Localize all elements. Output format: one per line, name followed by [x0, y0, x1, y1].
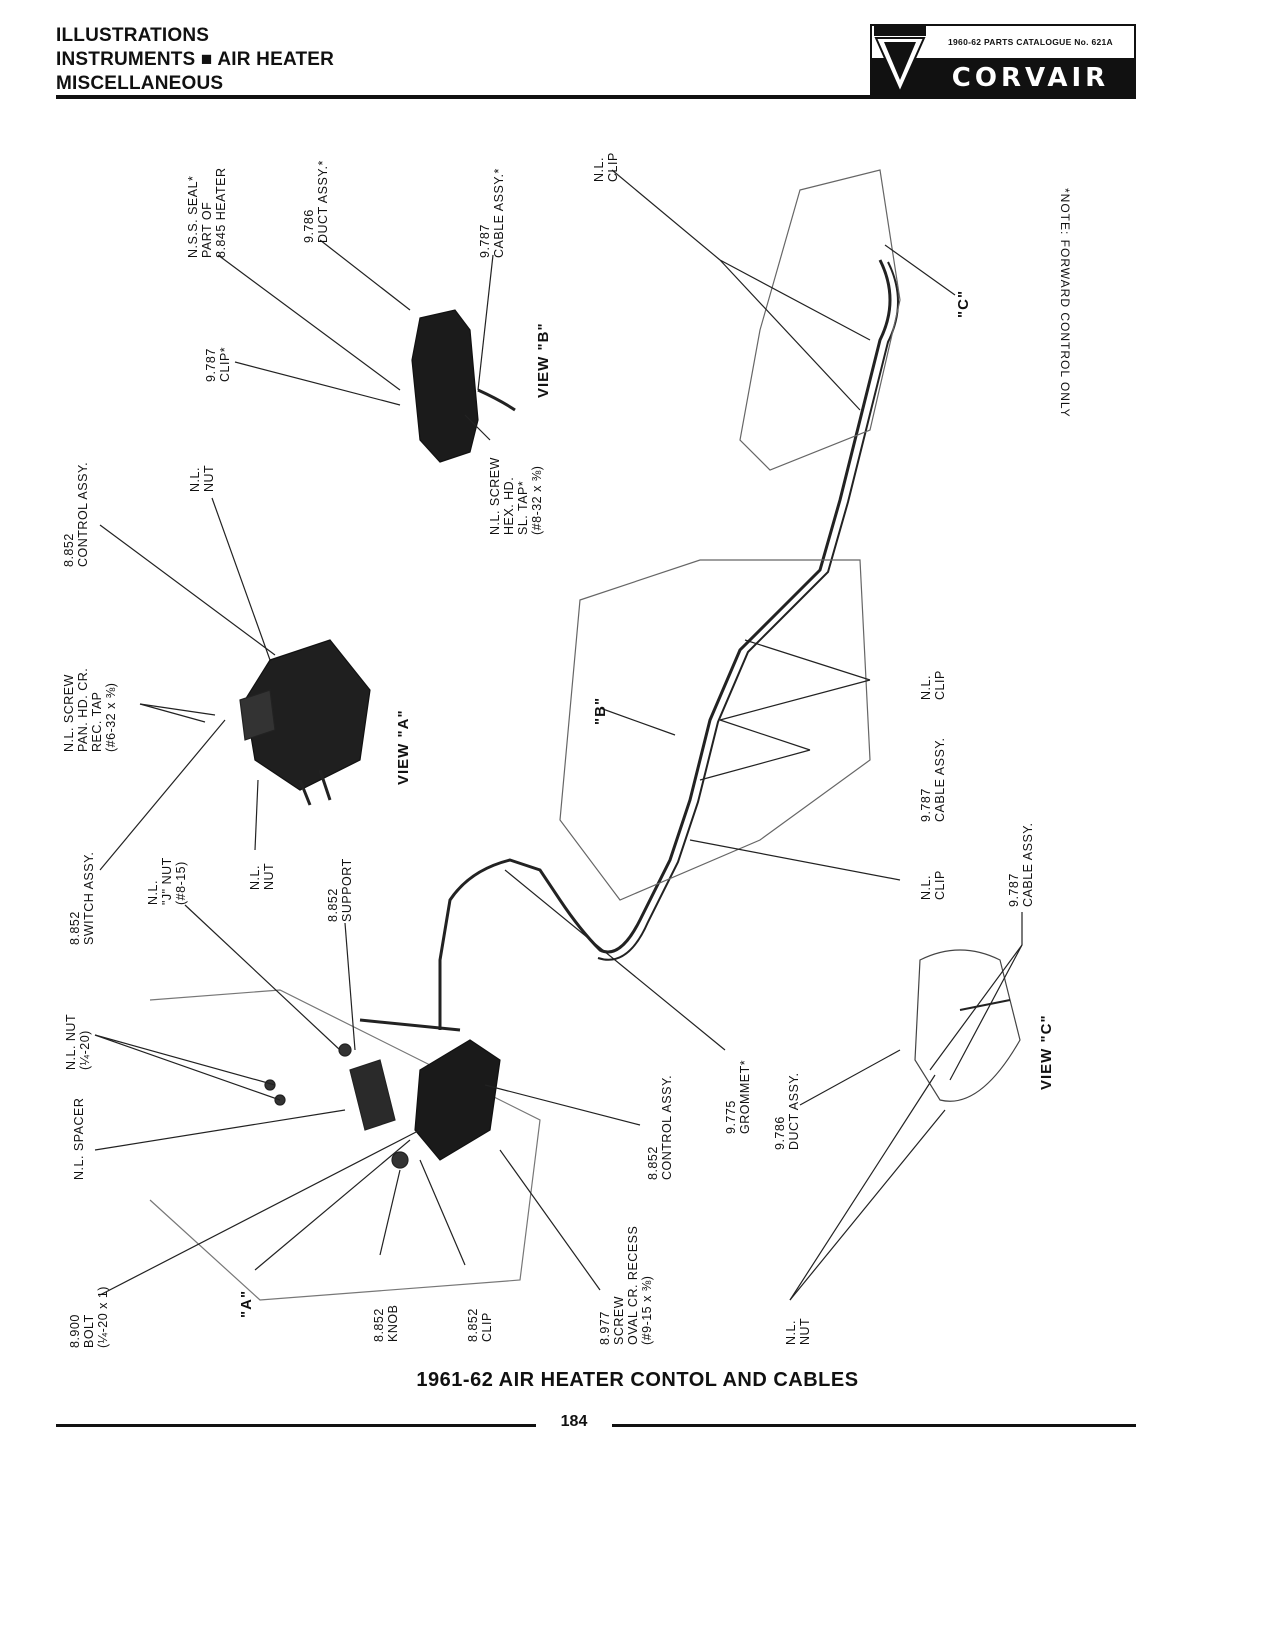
footer-rule-right [612, 1424, 1136, 1427]
view-a-switch-shape [239, 689, 276, 741]
marker-b: "B" [592, 696, 609, 725]
marker-a: "A" [238, 1289, 255, 1318]
figure-caption: 1961-62 AIR HEATER CONTOL AND CABLES [416, 1369, 859, 1391]
brand-name: CORVAIR [951, 63, 1110, 93]
label-cable-assy-view-b: 9.787 CABLE ASSY.* [478, 168, 506, 258]
heading-line-illustrations: ILLUSTRATIONS [56, 25, 210, 46]
forward-control-note: *NOTE: FORWARD CONTROL ONLY [1058, 188, 1072, 418]
label-grommet: 9.775 GROMMET* [724, 1059, 752, 1134]
dash-panel-outline [149, 989, 541, 1301]
label-support: 8.852 SUPPORT [326, 858, 354, 922]
support-bracket-shape [349, 1059, 396, 1131]
label-duct-assy-view-c: 9.786 DUCT ASSY. [773, 1072, 801, 1151]
view-b-duct-shape [411, 309, 479, 463]
view-c-duct-shape [914, 949, 1021, 1102]
section-heading: ILLUSTRATIONS INSTRUMENTS ■ AIR HEATER M… [56, 24, 334, 96]
label-duct-assy-view-b: 9.786 DUCT ASSY.* [302, 160, 330, 243]
body-panel-upper [739, 169, 901, 471]
label-nl-nut-view-a: N.L. NUT [248, 862, 276, 890]
label-control-assy-top: 8.852 CONTROL ASSY. [62, 461, 90, 567]
label-bolt: 8.900 BOLT (¼-20 x 1) [68, 1286, 110, 1348]
catalogue-number: 1960-62 PARTS CATALOGUE No. 621A [948, 37, 1113, 47]
view-b-title: VIEW "B" [535, 322, 552, 398]
body-panel-middle [559, 559, 871, 901]
label-knob: 8.852 KNOB [372, 1304, 400, 1342]
label-nl-nut-quarter: N.L. NUT (¼-20) [64, 1013, 92, 1070]
label-nss-seal: N.S.S. SEAL* PART OF 8.845 HEATER [186, 167, 228, 258]
view-b-cable-stub [477, 388, 516, 412]
marker-c: "C" [955, 289, 972, 318]
label-nl-clip-low: N.L. CLIP [919, 870, 947, 900]
label-j-nut: N.L. "J" NUT (#8-15) [146, 857, 188, 905]
label-clip-852: 8.852 CLIP [466, 1308, 494, 1342]
footer-rule-left [56, 1424, 536, 1427]
label-nl-clip-top: N.L. CLIP [592, 152, 620, 182]
label-nl-nut-view-c: N.L. NUT [784, 1317, 812, 1345]
knob-shape [391, 1151, 409, 1169]
corvair-logo: 1960-62 PARTS CATALOGUE No. 621A CORVAIR [870, 24, 1136, 96]
label-cable-assy-mid: 9.787 CABLE ASSY. [919, 737, 947, 823]
label-nl-spacer: N.L. SPACER [72, 1097, 86, 1180]
heading-line-instruments: INSTRUMENTS ■ AIR HEATER [56, 49, 335, 70]
label-nl-clip-mid: N.L. CLIP [919, 670, 947, 700]
label-screw-977: 8.977 SCREW OVAL CR. RECESS (#9-15 x ⅜) [598, 1225, 654, 1345]
label-switch-assy: 8.852 SWITCH ASSY. [68, 851, 96, 945]
header-rule [56, 95, 1136, 99]
label-nl-screw-pan: N.L. SCREW PAN. HD. CR. REC. TAP (#6-32 … [62, 667, 118, 752]
cable-run-a [438, 259, 892, 1030]
label-nl-screw-hex: N.L. SCREW HEX. HD. SL. TAP* (#8-32 x ⅜) [488, 457, 544, 535]
diagram-artwork [94, 169, 1023, 1301]
cable-run-b [597, 261, 899, 961]
heading-line-misc: MISCELLANEOUS [56, 73, 224, 94]
label-control-assy-bottom: 8.852 CONTROL ASSY. [646, 1074, 674, 1180]
chevron-emblem-icon [874, 26, 926, 94]
page-number: 184 [560, 1413, 588, 1430]
label-cable-assy-view-c: 9.787 CABLE ASSY. [1007, 822, 1035, 908]
label-clip-view-b: 9.787 CLIP* [204, 346, 232, 382]
label-nl-nut-view-b: N.L. NUT [188, 464, 216, 492]
lower-control-shape [414, 1039, 501, 1161]
view-a-title: VIEW "A" [395, 709, 412, 785]
view-c-title: VIEW "C" [1038, 1014, 1055, 1090]
